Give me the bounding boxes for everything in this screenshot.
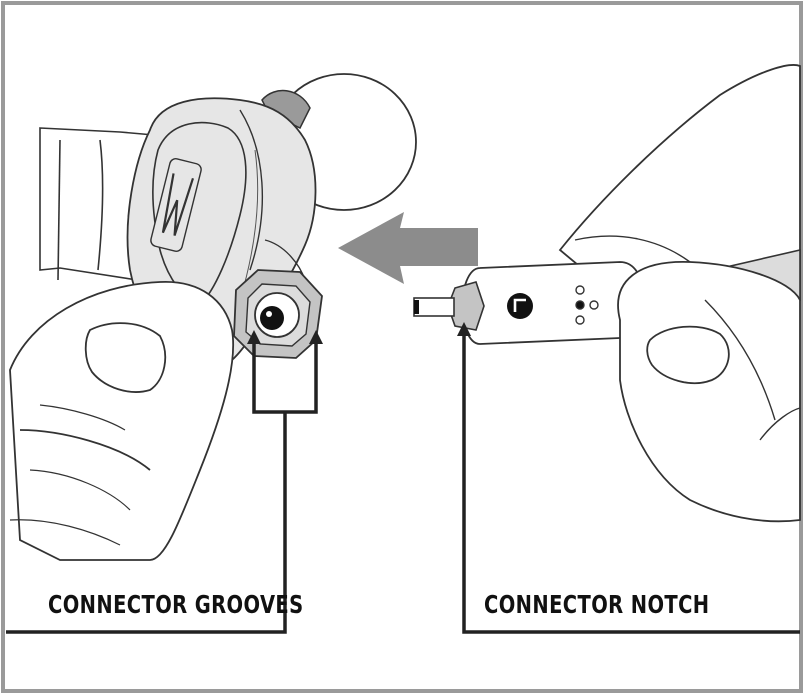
- notch-callout: [462, 334, 800, 634]
- connector-notch-label: CONNECTOR NOTCH: [484, 590, 710, 619]
- notch-pointer: [457, 322, 471, 336]
- w-logo-icon: [150, 158, 202, 252]
- right-hand-fingers: [617, 261, 801, 523]
- connector-grooves-label: CONNECTOR GROOVES: [48, 590, 304, 619]
- grooves-callout: [6, 342, 318, 634]
- groove-pointer-right: [309, 330, 323, 344]
- left-hand-fingers: [9, 281, 235, 561]
- connector-socket: [233, 269, 323, 359]
- groove-pointer-left: [247, 330, 261, 344]
- indicator-dots: [575, 285, 599, 325]
- l-bracket-icon: [507, 293, 533, 319]
- left-arrow-icon: [338, 212, 478, 284]
- right-hand-back: [558, 64, 801, 301]
